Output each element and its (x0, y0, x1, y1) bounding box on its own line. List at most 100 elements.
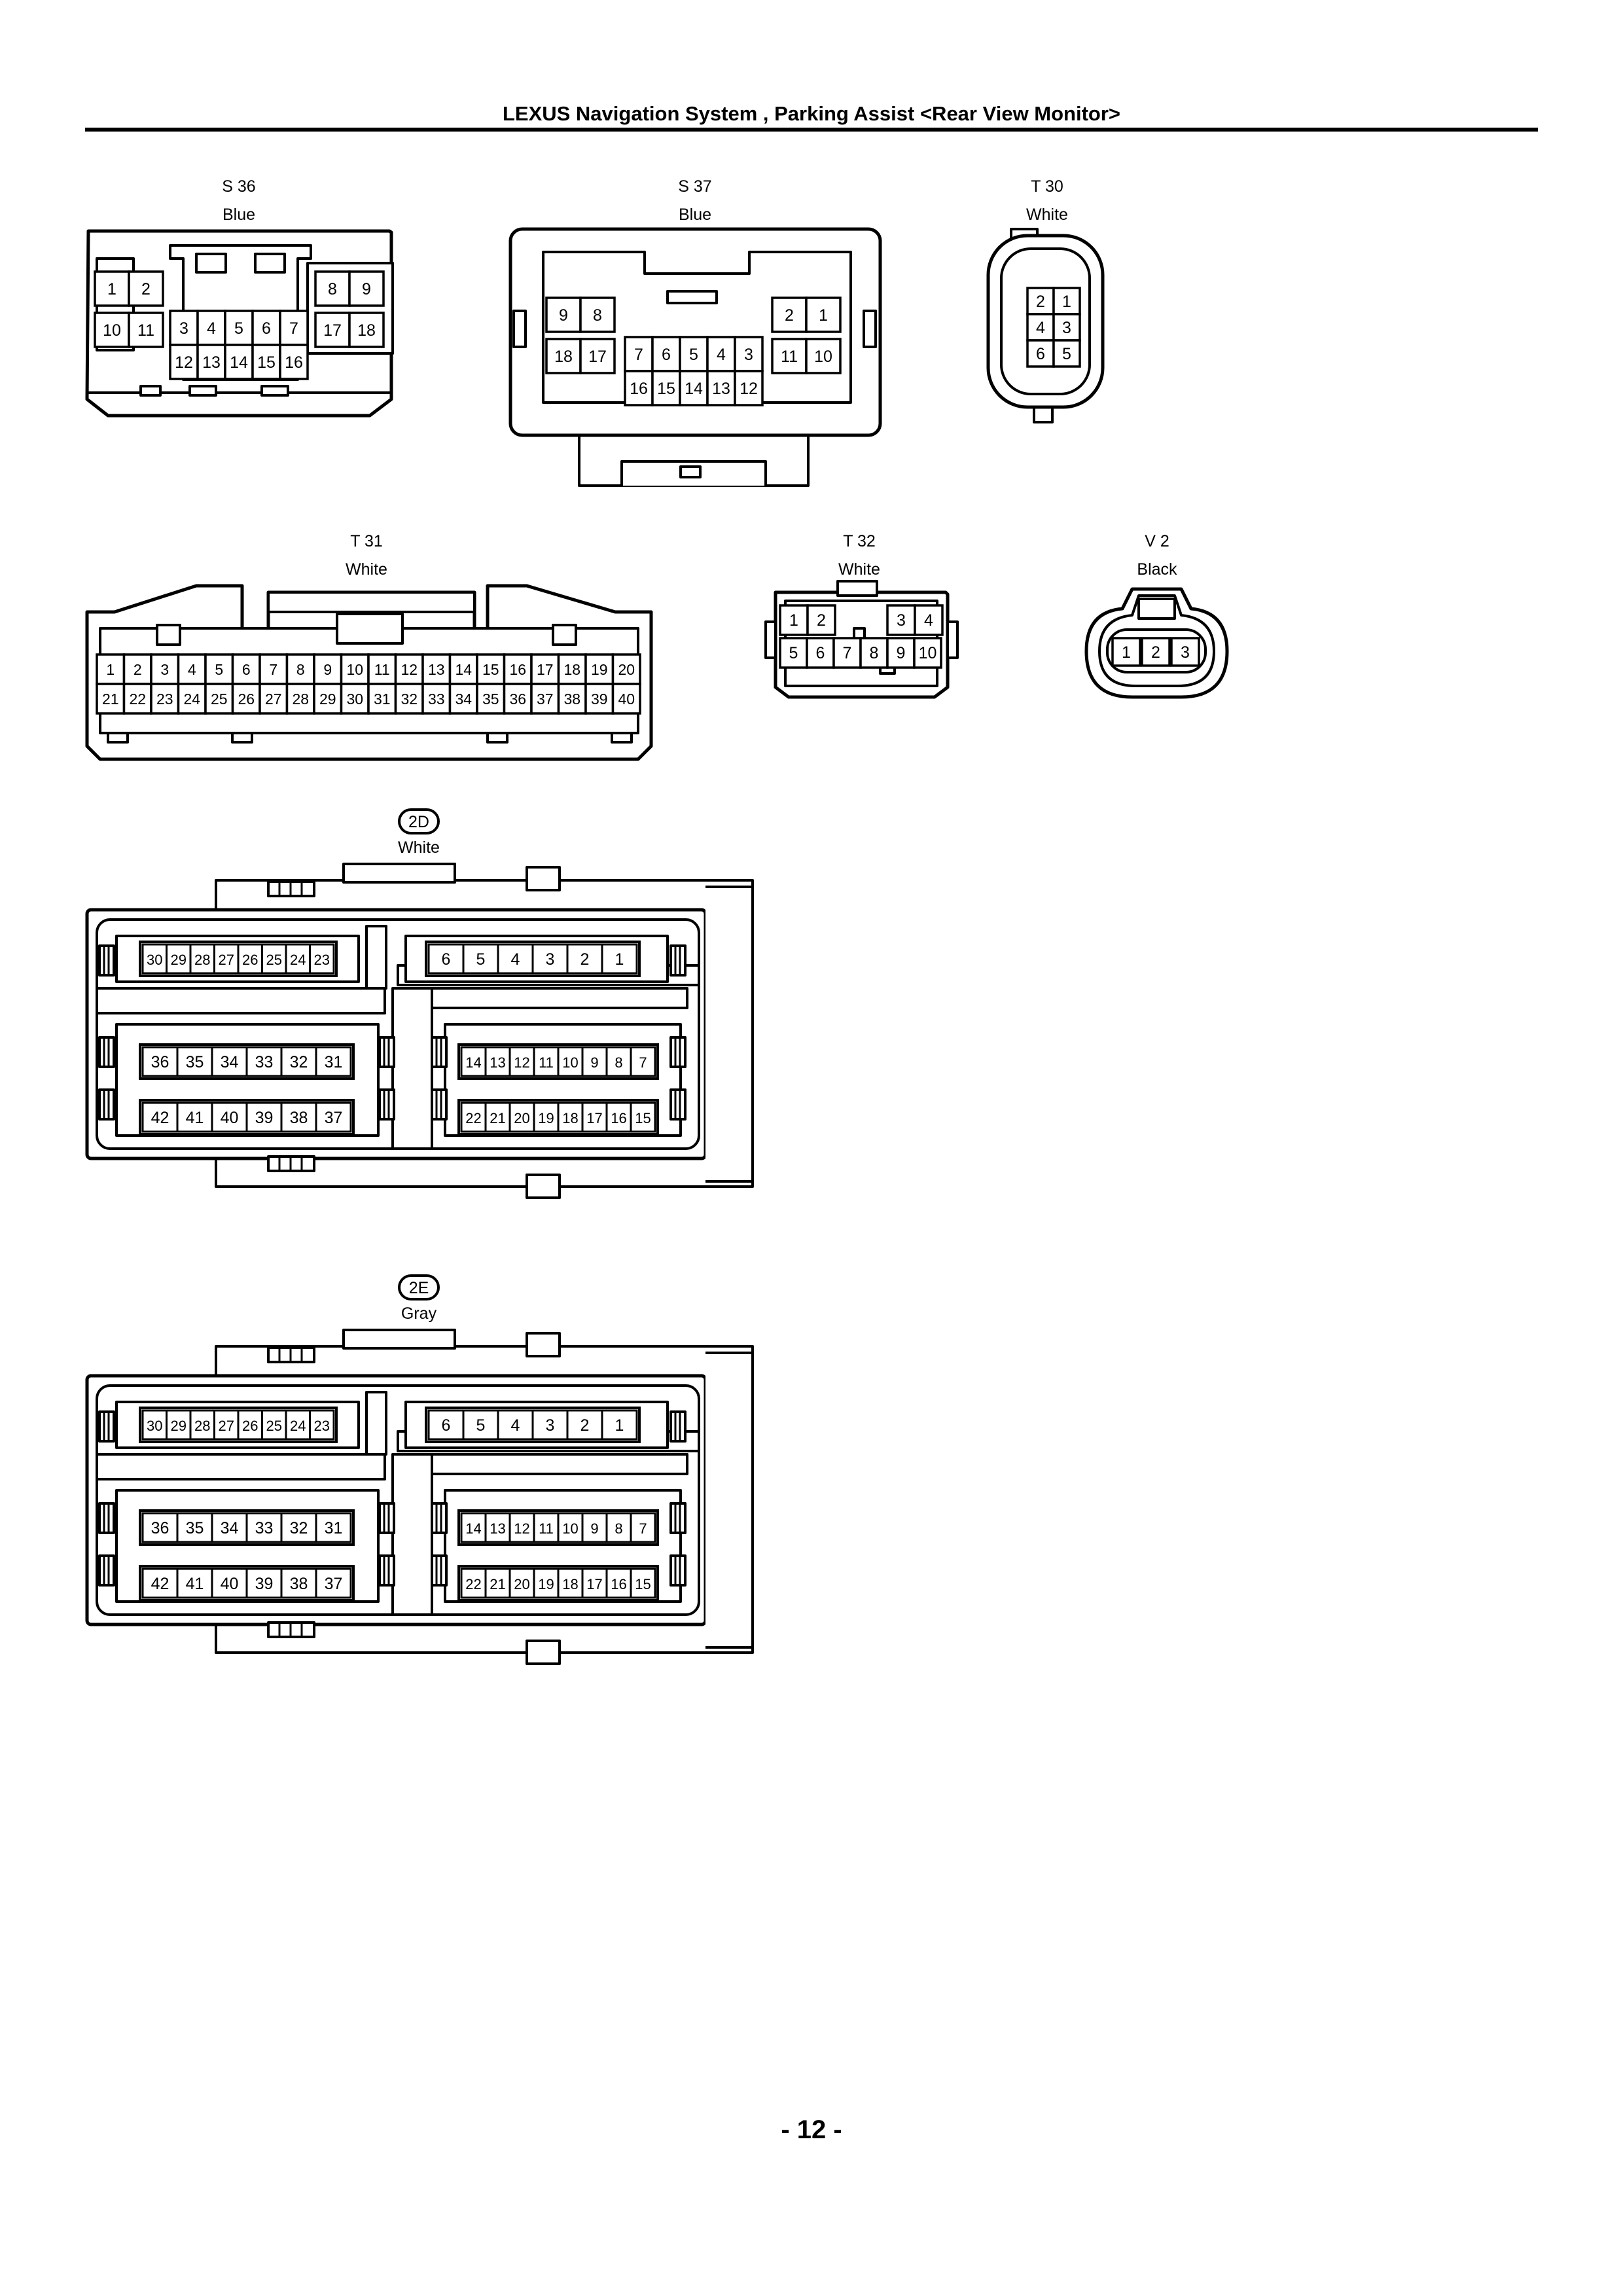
t30-pins: 2 1 4 3 6 5 (1026, 287, 1081, 368)
pin-t32-6: 6 (806, 637, 835, 669)
pin-t32-4: 4 (914, 604, 944, 636)
svg-text:7: 7 (843, 644, 852, 662)
pin-s36-4: 4 (196, 310, 226, 346)
svg-text:37: 37 (325, 1109, 343, 1127)
svg-text:2: 2 (785, 306, 794, 325)
pin-s37-17: 17 (579, 338, 616, 374)
svg-text:16: 16 (611, 1576, 626, 1592)
pin-c2e-16: 16 (605, 1568, 632, 1599)
pin-t31-17: 17 (530, 653, 560, 685)
svg-text:6: 6 (242, 661, 251, 678)
pin-c2d-36: 36 (141, 1046, 179, 1077)
pin-c2e-24: 24 (285, 1409, 311, 1441)
svg-text:36: 36 (151, 1519, 169, 1537)
pin-c2d-27: 27 (213, 943, 240, 975)
pin-t31-38: 38 (557, 683, 587, 715)
svg-text:3: 3 (1181, 643, 1190, 662)
svg-text:17: 17 (588, 348, 607, 366)
svg-text:42: 42 (151, 1109, 169, 1127)
pin-c2e-9: 9 (581, 1512, 608, 1543)
svg-text:40: 40 (221, 1109, 239, 1127)
svg-text:8: 8 (615, 1054, 622, 1071)
pin-c2d-11: 11 (533, 1046, 560, 1077)
pin-c2e-23: 23 (309, 1409, 335, 1441)
2d-code-badge (398, 808, 440, 834)
svg-text:24: 24 (183, 691, 200, 708)
svg-text:3: 3 (179, 319, 188, 338)
svg-text:14: 14 (455, 661, 472, 678)
svg-text:4: 4 (717, 346, 726, 364)
s36-code: S 36 (222, 177, 255, 196)
svg-text:2: 2 (1036, 293, 1045, 311)
pin-s36-8: 8 (314, 270, 351, 307)
pin-t31-6: 6 (231, 653, 261, 685)
pin-s37-1: 1 (805, 296, 842, 333)
pin-c2d-33: 33 (245, 1046, 283, 1077)
pin-s37-3: 3 (734, 336, 764, 372)
pin-t31-19: 19 (584, 653, 615, 685)
svg-text:42: 42 (151, 1575, 169, 1593)
pin-t30-2: 2 (1026, 287, 1055, 315)
svg-text:38: 38 (290, 1109, 308, 1127)
svg-text:33: 33 (428, 691, 445, 708)
pin-t31-31: 31 (367, 683, 397, 715)
pin-c2d-12: 12 (508, 1046, 535, 1077)
pin-t31-22: 22 (122, 683, 152, 715)
pin-s36-17: 17 (314, 312, 351, 348)
svg-text:27: 27 (219, 1418, 234, 1434)
pin-c2e-41: 41 (176, 1568, 213, 1599)
pin-t31-40: 40 (611, 683, 641, 715)
svg-text:34: 34 (455, 691, 472, 708)
pin-s37-6: 6 (651, 336, 681, 372)
pin-t31-7: 7 (259, 653, 289, 685)
pin-t31-39: 39 (584, 683, 615, 715)
svg-text:33: 33 (255, 1519, 274, 1537)
pin-s37-13: 13 (706, 370, 736, 406)
pin-c2d-26: 26 (237, 943, 263, 975)
svg-text:35: 35 (186, 1053, 204, 1071)
svg-text:17: 17 (586, 1110, 602, 1126)
pin-t31-14: 14 (448, 653, 478, 685)
svg-text:36: 36 (151, 1053, 169, 1071)
s37-pins: 9 8 18 17 7 6 5 4 3 16 15 14 13 12 2 1 1… (545, 296, 842, 406)
pin-c2e-18: 18 (557, 1568, 584, 1599)
pin-c2e-38: 38 (280, 1568, 317, 1599)
pin-c2e-30: 30 (141, 1409, 168, 1441)
pin-s36-2: 2 (128, 270, 164, 307)
svg-text:27: 27 (219, 952, 234, 968)
svg-text:18: 18 (563, 661, 580, 678)
pin-s36-6: 6 (251, 310, 281, 346)
svg-text:9: 9 (323, 661, 332, 678)
svg-text:16: 16 (611, 1110, 626, 1126)
svg-text:6: 6 (662, 346, 671, 364)
t30-code: T 30 (1031, 177, 1063, 196)
pin-t31-3: 3 (150, 653, 180, 685)
svg-text:40: 40 (618, 691, 635, 708)
connector-t30: T 30 White 2 1 4 3 6 5 (986, 177, 1105, 423)
svg-text:39: 39 (591, 691, 608, 708)
t32-code: T 32 (843, 532, 876, 550)
pin-c2d-4: 4 (497, 943, 534, 975)
svg-text:4: 4 (1036, 319, 1045, 337)
svg-text:4: 4 (188, 661, 196, 678)
pin-c2d-1: 1 (601, 943, 638, 975)
svg-text:6: 6 (816, 644, 825, 662)
t30-color: White (1026, 206, 1068, 224)
pin-c2d-37: 37 (315, 1102, 352, 1133)
pin-c2e-29: 29 (166, 1409, 192, 1441)
pin-c2e-7: 7 (630, 1512, 656, 1543)
pin-t31-18: 18 (557, 653, 587, 685)
2d-housing (85, 863, 754, 1199)
pin-c2d-13: 13 (484, 1046, 511, 1077)
pin-t31-29: 29 (313, 683, 343, 715)
svg-text:9: 9 (559, 306, 568, 325)
pin-t30-6: 6 (1026, 339, 1055, 368)
svg-text:32: 32 (401, 691, 418, 708)
pin-v2-1: 1 (1111, 637, 1141, 667)
svg-text:9: 9 (362, 280, 371, 298)
pin-c2d-14: 14 (460, 1046, 487, 1077)
pin-s36-9: 9 (348, 270, 385, 307)
svg-text:30: 30 (147, 952, 162, 968)
